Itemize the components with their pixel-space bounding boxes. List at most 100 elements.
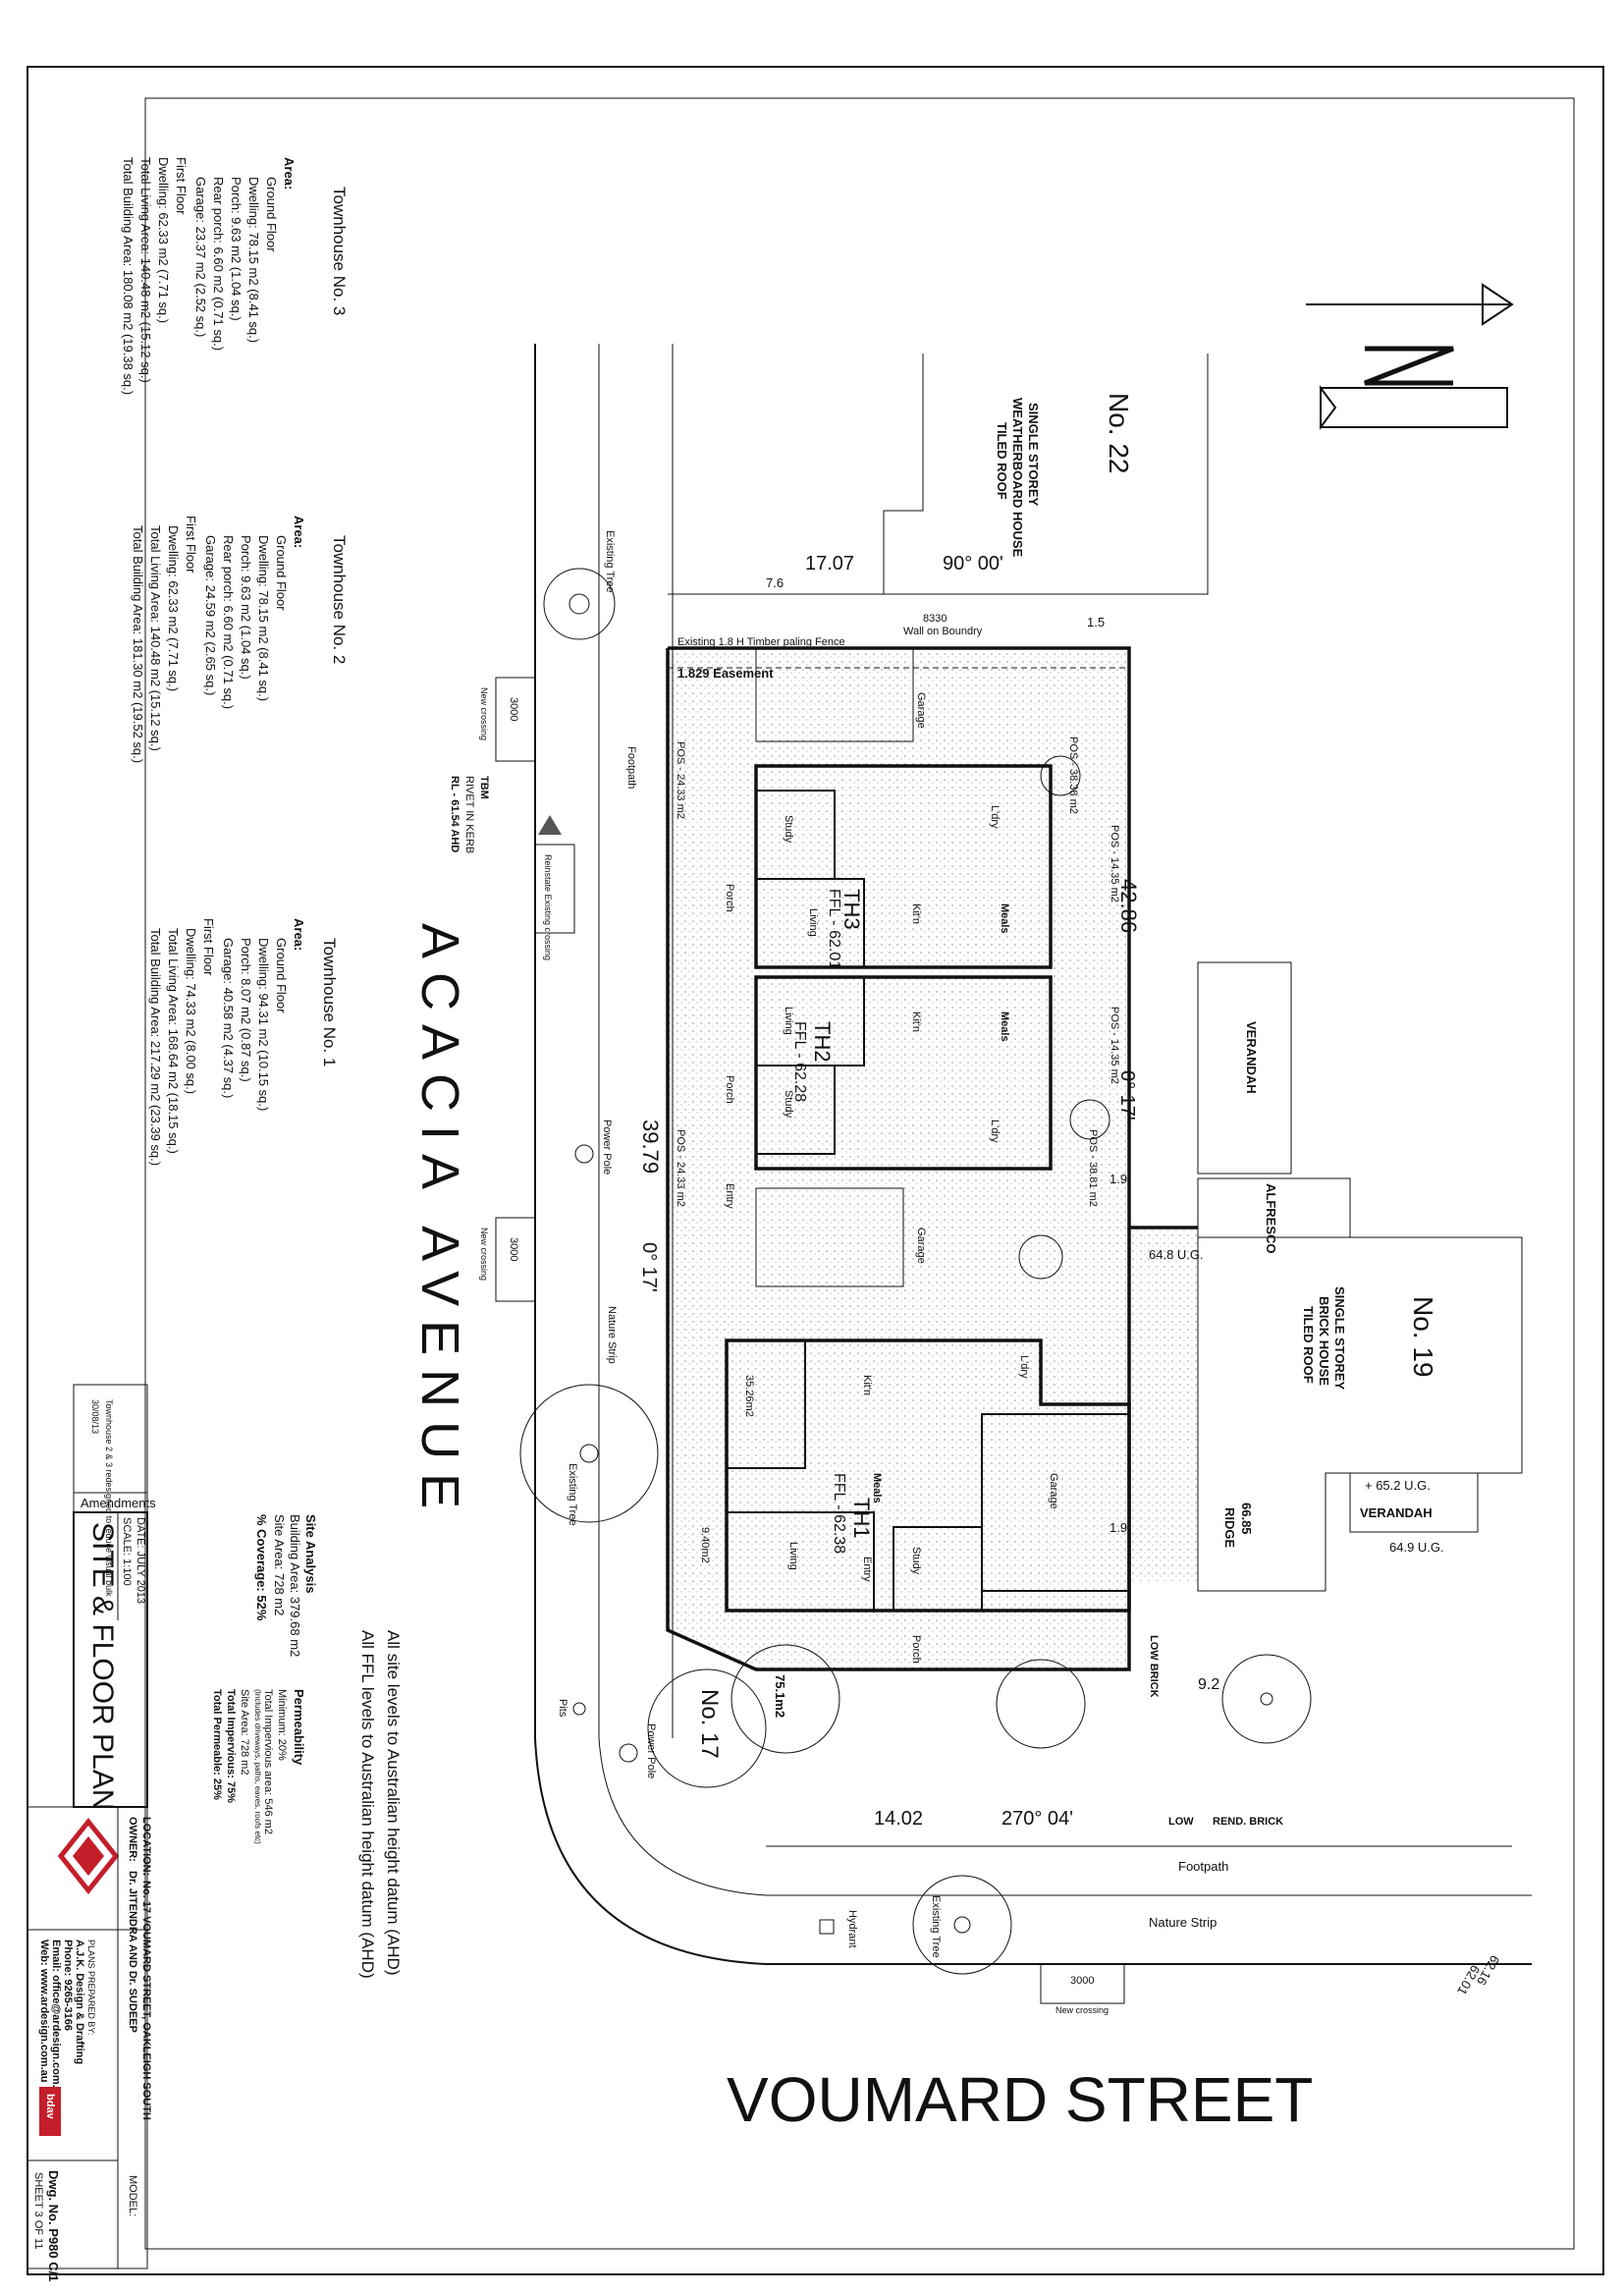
firm-phone: Phone: 9265-3166 — [62, 1940, 74, 2031]
th3-pos-a: POS - 38.38 m2 — [1067, 737, 1079, 814]
townhouse2-schedule: Townhouse No. 2 Area: Ground Floor Dwell… — [131, 516, 349, 763]
th1-kitchen-label: Kit'n — [861, 1375, 873, 1395]
prepared-label: PLANS PREPARED BY: — [86, 1940, 96, 2035]
existing-tree-2: Existing Tree — [519, 1384, 659, 1526]
th2-kitchen-label: Kit'n — [910, 1011, 922, 1032]
low-rend-label: LOW — [1168, 1816, 1194, 1828]
townhouse1-schedule: Townhouse No. 1 Area: Ground Floor Dwell… — [148, 918, 339, 1166]
th3-pos-b: POS - 14.35 m2 — [1109, 825, 1120, 902]
no22-label: No. 22 — [1104, 393, 1134, 474]
crossing3-dim: 3000 — [1070, 1975, 1094, 1987]
dim-39-79: 39.79 — [638, 1120, 663, 1174]
tbm-label1: TBM — [478, 776, 490, 799]
th2-meals-label: Meals — [999, 1011, 1010, 1042]
amendment-note: Townhouse 2 & 3 redesigned to reduce vis… — [104, 1399, 114, 1597]
th3-garage: Garage: 23.37 m2 (2.52 sq.) — [193, 177, 208, 337]
th3-garage-label: Garage — [915, 692, 927, 729]
permeability-minimum: Minimum: 20% — [276, 1689, 288, 1761]
no22-desc1: SINGLE STOREY — [1026, 403, 1041, 507]
site-analysis-site-area: Site Area: 728 m2 — [272, 1514, 287, 1615]
th1-total-building: Total Building Area: 217.29 m2 (23.39 sq… — [148, 928, 163, 1166]
th1-living-label: Living — [787, 1542, 799, 1570]
th3-pos-front: POS - 24.33 m2 — [675, 741, 686, 819]
th3-garage-box — [755, 647, 914, 742]
reinstate-label: Reinstate Existing crossing — [543, 854, 553, 960]
dim-9-2: 9.2 — [1198, 1676, 1219, 1693]
th2-ground-floor: Ground Floor — [274, 535, 289, 611]
th3-ldry-label: L'dry — [989, 805, 1001, 829]
dim-1-9-a: 1.9 — [1110, 1172, 1127, 1186]
sheet-no: SHEET 3 OF 11 — [32, 2172, 44, 2249]
voumard-label: VOUMARD STREET — [727, 2064, 1313, 2135]
permeability-site-area: Site Area: 728 m2 — [239, 1689, 250, 1775]
dim-1-5: 1.5 — [1087, 615, 1105, 629]
th1-study-label: Study — [910, 1547, 922, 1575]
scale-label: SCALE: 1:100 — [121, 1517, 133, 1586]
ahd-notes: All site levels to Australian height dat… — [358, 1630, 403, 1979]
site-analysis-title: Site Analysis — [303, 1514, 318, 1593]
ahd-site-note: All site levels to Australian height dat… — [384, 1630, 403, 1976]
permeability-note: (Includes driveways, paths, eaves, roofs… — [253, 1689, 262, 1844]
no19-label: No. 19 — [1408, 1296, 1438, 1378]
th3-ff-dwelling: Dwelling: 62.33 m2 (7.71 sq.) — [156, 157, 171, 323]
th1-meals-label: Meals — [871, 1473, 883, 1503]
rend-brick-label: REND. BRICK — [1213, 1816, 1283, 1828]
th3-porch-label: Porch — [724, 884, 735, 912]
site-landscape-fill — [668, 648, 1198, 1669]
permeability: Permeability Minimum: 20% Total Impervio… — [211, 1689, 306, 1844]
power-pole-2-label: Power Pole — [645, 1723, 657, 1778]
th1-entry-label: Entry — [861, 1557, 873, 1582]
th2-total-living: Total Living Area: 140.48 m2 (15.12 sq.) — [148, 525, 163, 751]
power-pole-1-label: Power Pole — [601, 1120, 613, 1175]
th1-area-label: Area: — [292, 918, 306, 951]
th3-ground-floor: Ground Floor — [264, 177, 279, 252]
th1-title: Townhouse No. 1 — [320, 938, 339, 1066]
th3-total-building: Total Building Area: 180.08 m2 (19.38 sq… — [121, 157, 135, 395]
th1-porch: Porch: 8.07 m2 (0.87 sq.) — [239, 938, 253, 1082]
no22-desc3: TILED ROOF — [995, 422, 1009, 500]
owner-value: Dr. JITENDRA AND Dr. SUDEEP — [127, 1871, 138, 2033]
dim-17-07: 17.07 — [805, 553, 854, 574]
dim-42-86: 42.86 — [1116, 879, 1141, 933]
model-label: MODEL: — [127, 2175, 138, 2216]
th3-meals-label: Meals — [999, 903, 1010, 934]
bearing-270-04: 270° 04' — [1001, 1808, 1073, 1830]
date-label: DATE: JULY 2013 — [135, 1517, 146, 1604]
north-n-icon — [1364, 346, 1454, 386]
verandah2-label: VERANDAH — [1360, 1505, 1433, 1520]
permeability-title: Permeability — [292, 1689, 306, 1766]
tbm-label2: RIVET IN KERB — [463, 776, 475, 853]
th2-rear-porch: Rear porch: 6.60 m2 (0.71 sq.) — [221, 535, 236, 709]
power-pole-2: Power Pole — [619, 1723, 657, 1778]
th3-living-box — [755, 878, 865, 968]
hydrant: Hydrant — [819, 1910, 858, 1948]
crossing1-dim: 3000 — [508, 697, 519, 721]
ug-65-2: + 65.2 U.G. — [1365, 1478, 1431, 1493]
crossing2-dim: 3000 — [508, 1237, 519, 1261]
ridge-value: 66.85 — [1239, 1503, 1254, 1535]
low-brick-label: LOW BRICK — [1148, 1635, 1160, 1698]
site-analysis: Site Analysis Building Area: 379.68 m2 S… — [254, 1514, 318, 1657]
crossings: 3000 New crossing 3000 New crossing 3000… — [479, 677, 1125, 2015]
dim-14-02: 14.02 — [874, 1808, 923, 1830]
th2-dwelling: Dwelling: 78.15 m2 (8.41 sq.) — [256, 535, 271, 701]
th2-ff-dwelling: Dwelling: 62.33 m2 (7.71 sq.) — [166, 525, 181, 691]
north-arrow — [1306, 283, 1514, 430]
townhouse3-schedule: Townhouse No. 3 Area: Ground Floor Dwell… — [121, 157, 349, 395]
th2-pos-b: POS - 38.81 m2 — [1087, 1129, 1099, 1207]
no22-footprint — [883, 354, 1209, 595]
ahd-ffl-note: All FFL levels to Australian height datu… — [358, 1630, 377, 1979]
existing-tree-1: Existing Tree — [543, 530, 616, 640]
th2-garage-box — [755, 1187, 904, 1287]
th2-area-label: Area: — [292, 516, 306, 548]
th1-tag: TH1 — [849, 1498, 874, 1539]
dwg-no-box — [27, 2159, 119, 2269]
crossing1-label: New crossing — [479, 687, 489, 740]
dim-1-9-b: 1.9 — [1110, 1520, 1127, 1535]
inner-border — [144, 97, 1575, 2250]
bdav-logo-text: bdav — [44, 2094, 56, 2120]
th2-tag: TH2 — [810, 1021, 835, 1063]
bearing-90-00: 90° 00' — [943, 553, 1003, 574]
